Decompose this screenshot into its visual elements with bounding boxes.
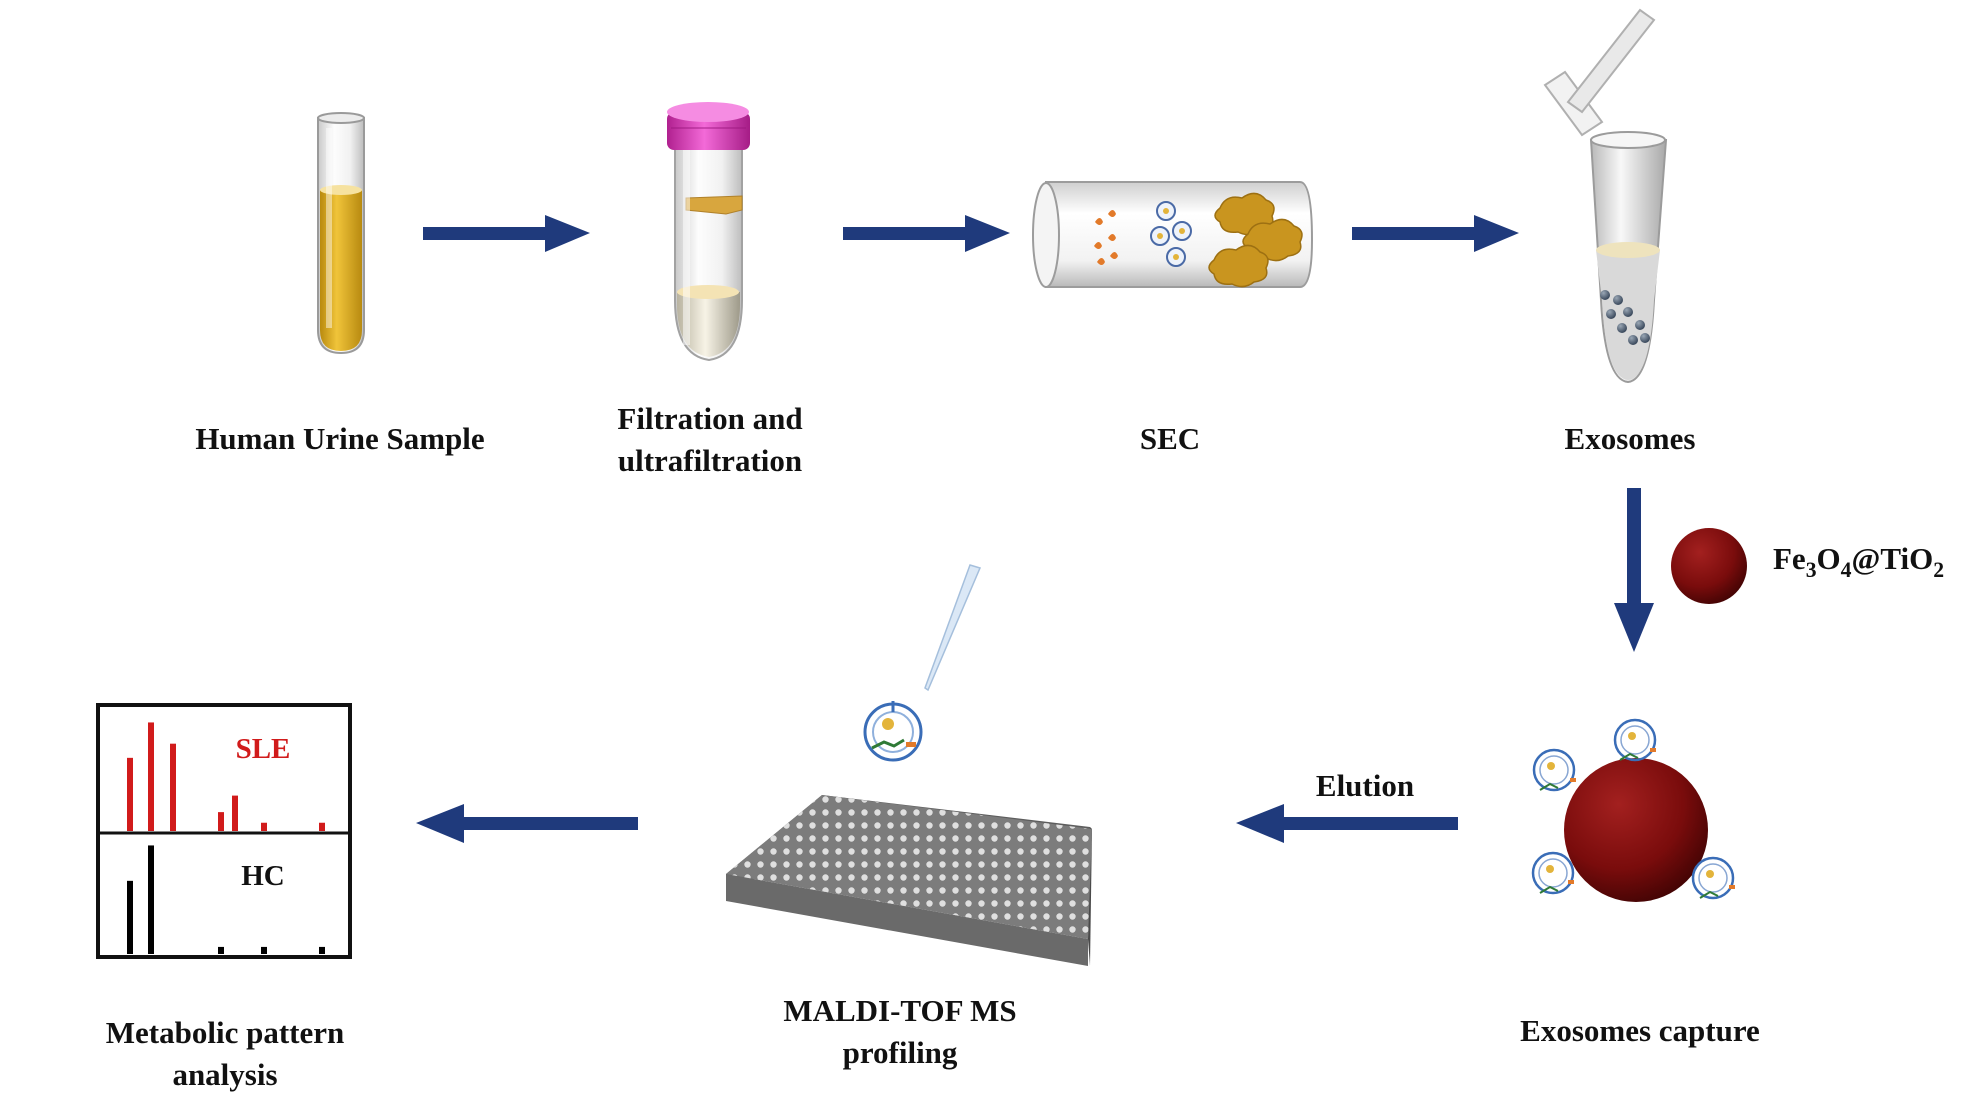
label-fe3o4-tio2: Fe3O4@TiO2 xyxy=(1773,541,1945,582)
exosome-vesicle-icons xyxy=(1150,201,1192,267)
label-filtration-line1: Filtration and xyxy=(617,401,803,436)
sec-column xyxy=(1032,181,1314,288)
arrow-exosomes-to-capture xyxy=(1614,488,1654,652)
hc-peak-3 xyxy=(218,946,224,954)
label-human-urine-sample: Human Urine Sample xyxy=(195,421,485,456)
label-maldi-line2: profiling xyxy=(842,1035,958,1070)
label-maldi-line1: MALDI-TOF MS xyxy=(783,993,1017,1028)
label-metabolic-pattern: Metabolic pattern analysis xyxy=(60,1012,390,1096)
hc-peak-1 xyxy=(127,880,133,954)
urine-test-tube xyxy=(317,112,365,355)
pipette-tip xyxy=(924,564,982,692)
sle-peak-1 xyxy=(127,757,133,831)
sle-peak-4 xyxy=(218,812,224,831)
arrow-urine-to-filtration xyxy=(423,215,590,252)
sle-peak-7 xyxy=(319,822,325,831)
sle-peak-6 xyxy=(261,822,267,831)
spectrum-label-hc: HC xyxy=(241,860,285,892)
arrow-filtration-to-sec xyxy=(843,215,1010,252)
arrow-sec-to-exosomes xyxy=(1352,215,1519,252)
label-exosomes: Exosomes xyxy=(1564,421,1696,456)
maldi-target-plate xyxy=(726,795,1092,966)
sle-peak-5 xyxy=(232,795,238,831)
label-filtration: Filtration and ultrafiltration xyxy=(560,398,860,482)
hc-peak-2 xyxy=(148,845,154,954)
label-sec: SEC xyxy=(1139,421,1201,456)
spectrum-chart xyxy=(96,703,352,959)
sle-spectrum-peaks xyxy=(127,722,325,831)
spectrum-label-sle: SLE xyxy=(235,733,291,765)
small-molecule-icons xyxy=(1094,210,1118,265)
hc-peak-5 xyxy=(319,946,325,954)
exosome-tube xyxy=(1543,8,1668,384)
sle-peak-2 xyxy=(148,722,154,831)
arrow-capture-to-maldi xyxy=(1236,804,1458,843)
label-filtration-line2: ultrafiltration xyxy=(617,443,803,478)
label-metabolic-line1: Metabolic pattern xyxy=(105,1015,345,1050)
protein-aggregate-icons xyxy=(1208,192,1303,288)
hc-peak-4 xyxy=(261,946,267,954)
sle-peak-3 xyxy=(170,743,176,831)
fe3o4-tio2-bead-icon xyxy=(1671,528,1747,604)
label-exosomes-capture: Exosomes capture xyxy=(1520,1013,1760,1048)
label-metabolic-line2: analysis xyxy=(172,1057,278,1092)
eluted-exosome-icon xyxy=(863,701,923,762)
magnetic-bead-dots xyxy=(1600,290,1650,345)
label-elution: Elution xyxy=(1315,768,1415,803)
arrow-maldi-to-analysis xyxy=(416,804,638,843)
filtration-tube xyxy=(667,102,750,362)
exosome-capture-bead xyxy=(1531,718,1735,902)
label-maldi: MALDI-TOF MS profiling xyxy=(740,990,1060,1074)
hc-spectrum-peaks xyxy=(127,845,325,954)
